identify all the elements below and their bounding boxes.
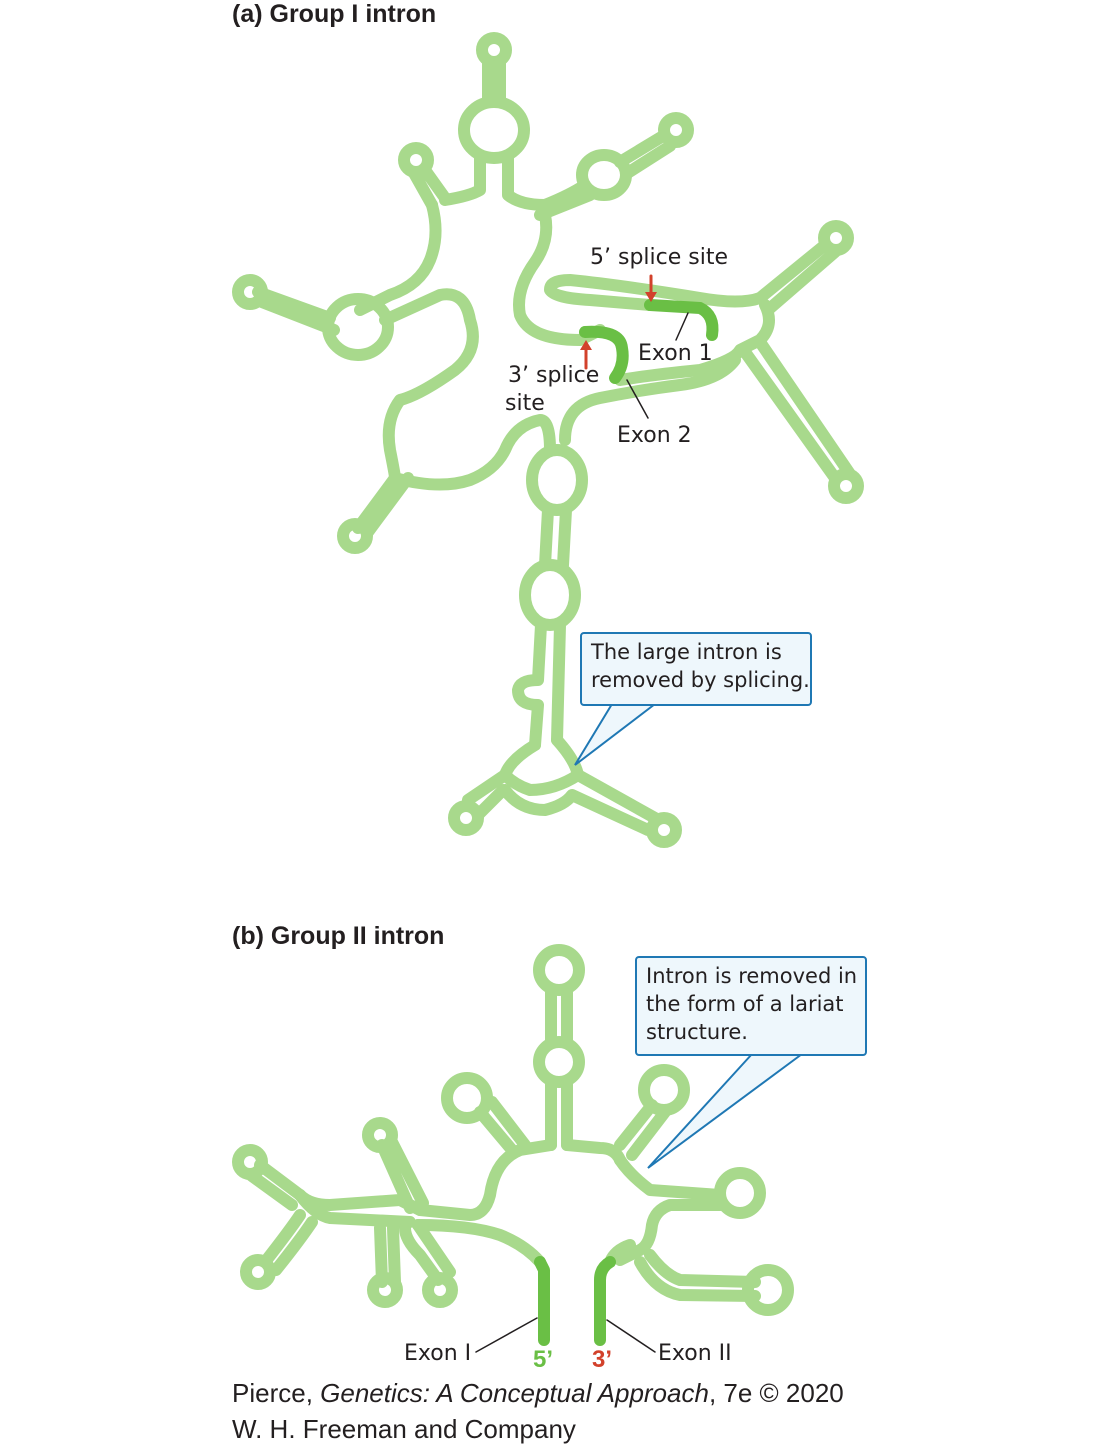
splice-site-arrows: [580, 274, 657, 370]
backbone: [513, 209, 606, 346]
backbone: [544, 274, 766, 311]
lariat-callout-b: Intron is removed in the form of a laria…: [635, 956, 867, 1056]
stem: [399, 1219, 456, 1286]
stem: [614, 1099, 671, 1161]
credit-book-title: Genetics: A Conceptual Approach: [320, 1378, 709, 1408]
backbone: [614, 1154, 726, 1201]
panel-a-heading: (a) Group I intron: [232, 0, 437, 28]
backbone: [614, 1199, 726, 1266]
stem: [246, 1159, 306, 1211]
exon2-leader: [626, 379, 649, 419]
exon-ii: [594, 1256, 616, 1346]
exon1-label: Exon 1: [638, 341, 713, 366]
hairpin-loop: [367, 1272, 403, 1308]
backbone: [259, 1209, 318, 1276]
hairpin-loop: [742, 1264, 794, 1316]
hairpin-loop: [441, 1072, 493, 1124]
stem: [754, 239, 841, 316]
exon2-label: Exon 2: [617, 423, 692, 448]
callout-pointer: [647, 1053, 803, 1169]
stem: [539, 504, 572, 571]
stem: [545, 1076, 573, 1151]
hairpin-loop: [362, 1117, 398, 1153]
exon-i-leader: [475, 1317, 538, 1353]
internal-loop: [458, 96, 530, 164]
stem: [545, 984, 573, 1046]
backbone: [389, 414, 556, 491]
exon-ii-leader: [606, 1319, 656, 1353]
backbone: [412, 1219, 546, 1268]
three-prime-splice-site-label-line2: site: [505, 391, 545, 416]
three-prime-end-label: 3’: [592, 1346, 613, 1373]
credit-line-1: Pierce, Genetics: A Conceptual Approach,…: [232, 1378, 844, 1409]
three-prime-splice-site-label-line1: 3’ splice: [508, 363, 600, 388]
stem: [408, 164, 451, 211]
five-prime-arrowhead: [645, 292, 657, 302]
internal-loop: [533, 1036, 585, 1088]
internal-loop: [526, 444, 588, 516]
backbone: [414, 1139, 557, 1221]
hairpin-loop: [714, 1167, 766, 1219]
hairpin-loop: [448, 800, 484, 836]
hairpin-loop: [240, 1254, 276, 1290]
exon1-leader: [675, 312, 689, 341]
backbone: [559, 354, 741, 446]
backbone: [499, 769, 584, 796]
exon-i-label: Exon I: [404, 1341, 472, 1366]
credit-author: Pierce,: [232, 1378, 321, 1408]
stem: [474, 1096, 531, 1156]
group-ii-intron-structure: [232, 944, 803, 1353]
hairpin-loop: [828, 468, 864, 504]
stem: [439, 152, 551, 211]
hairpin-loop: [818, 220, 854, 256]
backbone: [294, 1189, 416, 1228]
stem: [252, 286, 340, 336]
callout-pointer: [574, 703, 656, 766]
backbone: [499, 784, 654, 836]
five-prime-end-label: 5’: [533, 1346, 554, 1373]
hairpin-loop: [646, 812, 682, 848]
panel-b-heading: (b) Group II intron: [232, 922, 445, 950]
exon-2: [579, 325, 629, 384]
hairpin-loop: [232, 1144, 268, 1180]
hairpin-loop: [422, 1272, 458, 1308]
stem: [482, 56, 506, 106]
internal-loop: [519, 559, 581, 631]
three-prime-arrowhead: [580, 340, 592, 350]
backbone: [354, 199, 442, 316]
stem: [352, 472, 414, 538]
exon-1: [644, 299, 719, 341]
callout-b-line2: the form of a lariat: [646, 992, 844, 1016]
five-prime-splice-site-label: 5’ splice site: [590, 245, 728, 270]
callout-a-line1: The large intron is: [591, 640, 782, 664]
hairpin-loop: [232, 274, 268, 310]
credit-publisher: W. H. Freeman and Company: [232, 1414, 576, 1444]
callout-b-line1: Intron is removed in: [646, 964, 858, 988]
stem: [614, 130, 676, 180]
exon-i: [534, 1256, 550, 1346]
callout-b-line3: structure.: [646, 1020, 748, 1044]
hairpin-loop: [337, 518, 373, 554]
stem: [512, 619, 566, 751]
backbone: [379, 288, 479, 484]
stem: [739, 336, 856, 484]
hairpin-loop: [533, 944, 585, 996]
callout-a-line2: removed by splicing.: [591, 668, 810, 692]
exon-ii-label: Exon II: [658, 1341, 732, 1366]
backbone: [561, 1139, 626, 1166]
group-i-intron-structure: [232, 32, 864, 848]
credit-edition: , 7e © 2020: [708, 1378, 844, 1408]
stem: [634, 1249, 761, 1302]
hairpin-loop: [658, 112, 694, 148]
intron-removal-callout-a: The large intron is removed by splicing.: [580, 632, 812, 706]
